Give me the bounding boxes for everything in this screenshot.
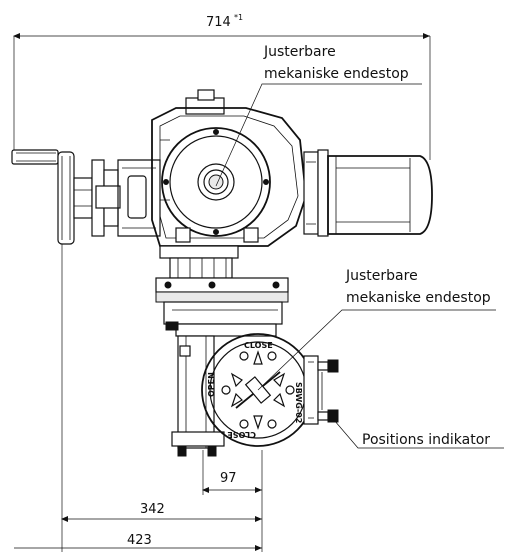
- dimension-342-value: 342: [140, 502, 165, 517]
- dimension-714-note: *1: [234, 13, 243, 22]
- dial-label-model: SBWG-02: [294, 382, 303, 423]
- callout-endstop-top-line2: mekaniske endestop: [264, 66, 409, 82]
- dimension-97: 97: [202, 450, 262, 495]
- callout-endstop-mid: Justerbare mekaniske endestop: [257, 268, 496, 391]
- dimension-714: 714 *1: [13, 13, 431, 160]
- callout-endstop-top-line1: Justerbare: [263, 44, 336, 60]
- main-housing: [151, 89, 307, 247]
- dial-label-close-top: CLOSE: [244, 341, 273, 350]
- position-dial: CLOSE CLOSE OPEN SBWG-02: [201, 333, 319, 447]
- dimension-714-value: 714: [206, 15, 231, 30]
- motor: [303, 149, 433, 237]
- callout-endstop-top: Justerbare mekaniske endestop: [215, 44, 422, 187]
- gearbox-body: [171, 335, 225, 457]
- dial-label-open: OPEN: [207, 372, 216, 397]
- callout-endstop-mid-line1: Justerbare: [345, 268, 418, 284]
- dimension-342: 342: [61, 502, 262, 522]
- dial-label-close-bottom: CLOSE: [227, 430, 256, 439]
- callout-position-indicator: Positions indikator: [333, 419, 504, 449]
- handwheel: [11, 149, 93, 245]
- position-indicator-screws: [317, 359, 339, 423]
- mounting-flange: [155, 277, 289, 337]
- dimension-97-value: 97: [220, 471, 237, 486]
- callout-position-indicator-label: Positions indikator: [362, 432, 490, 448]
- left-coupling: [91, 159, 161, 237]
- neck: [159, 245, 239, 279]
- dimension-423-value: 423: [127, 533, 152, 548]
- callout-endstop-mid-line2: mekaniske endestop: [346, 290, 491, 306]
